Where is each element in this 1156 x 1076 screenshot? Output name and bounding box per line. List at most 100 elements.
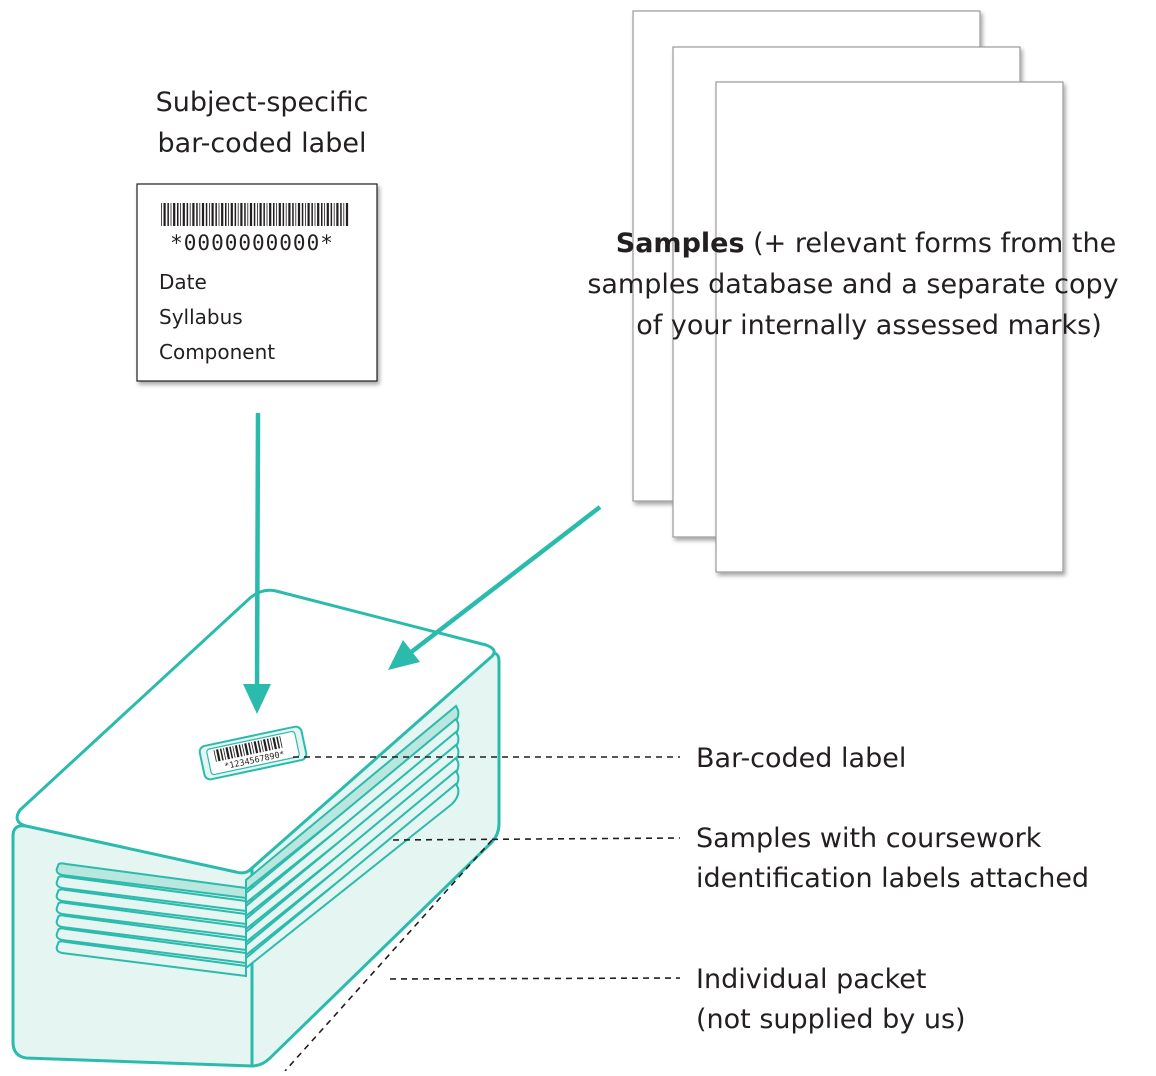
barcode-bar <box>317 203 320 226</box>
barcode-bar <box>253 203 256 226</box>
packet-label-inner <box>206 730 300 776</box>
label-card-field-syllabus: Syllabus <box>159 305 243 329</box>
barcode-bar <box>262 739 268 752</box>
arrow-label-to-packet-head <box>243 684 271 714</box>
barcode-bar <box>260 739 264 752</box>
packet-samples-right <box>245 704 460 971</box>
barcode-bar <box>173 203 176 226</box>
barcode-bar <box>292 203 294 226</box>
barcode-bar <box>247 203 249 226</box>
label-card-title-line-1: Subject-specific <box>156 87 369 118</box>
packet-sample-sheet-front <box>55 940 247 978</box>
barcode-bar <box>340 203 342 226</box>
barcode-bar <box>244 743 249 756</box>
barcode-bar <box>196 203 198 226</box>
barcode-bar <box>272 737 277 750</box>
barcode-bar <box>222 747 227 760</box>
callout-barcoded-label: Bar-coded label <box>696 743 906 774</box>
callout-packet-line-2: (not supplied by us) <box>696 1004 966 1035</box>
label-card-title-line-2: bar-coded label <box>158 128 367 159</box>
sample-sheets <box>632 10 1064 573</box>
barcode-bar <box>259 203 262 226</box>
barcode-bar <box>161 203 162 226</box>
barcode-bar <box>311 203 313 226</box>
packet-top-face <box>15 588 496 875</box>
packet-label-barcode <box>213 736 283 762</box>
barcode-bar <box>305 203 306 226</box>
barcode-bar <box>229 746 234 759</box>
label-card-field-component: Component <box>159 340 275 364</box>
barcode-bar <box>182 203 185 226</box>
callout-line-packet <box>389 977 681 980</box>
barcode-bar <box>232 745 236 758</box>
samples-description: Samples (+ relevant forms from the sampl… <box>587 228 1118 341</box>
barcode-bar <box>167 203 169 226</box>
barcode-bar <box>253 741 259 754</box>
barcode-bar <box>163 203 166 226</box>
barcode-bar <box>288 203 291 226</box>
barcode-bar <box>269 737 274 750</box>
barcode-bar <box>205 203 208 226</box>
barcode-bar <box>324 203 325 226</box>
barcode-bar <box>234 203 237 226</box>
barcode-bar <box>249 203 253 226</box>
barcode-bar <box>279 736 283 748</box>
barcode-bar <box>307 203 310 226</box>
barcode-bar <box>263 203 265 226</box>
barcode-bar <box>215 749 221 762</box>
barcode-bar <box>247 742 252 755</box>
barcode-bar <box>213 749 217 762</box>
barcode-bar <box>251 741 255 754</box>
barcode-bar <box>192 203 195 226</box>
label-card-title: Subject-specific bar-coded label <box>156 87 369 159</box>
barcode-bar <box>336 203 339 226</box>
samples-line-3: of your internally assessed marks) <box>636 310 1102 341</box>
barcode-bar <box>345 203 349 226</box>
arrow-samples-to-packet-shaft <box>408 505 602 655</box>
barcode-bar <box>199 203 201 226</box>
barcode-bar <box>295 203 297 226</box>
samples-bold: Samples <box>616 228 745 259</box>
barcode-bar <box>225 203 227 226</box>
barcode-bar <box>215 203 217 226</box>
barcode-bar <box>297 203 301 226</box>
barcode-bar <box>186 203 189 226</box>
barcode-bar <box>180 203 181 226</box>
barcode-bar <box>266 203 268 226</box>
barcode-bar <box>257 203 258 226</box>
arrows <box>243 412 602 714</box>
packet-barcode-label: *1234567890* <box>198 725 308 781</box>
barcode-bar <box>321 203 323 226</box>
barcode-bar <box>189 203 191 226</box>
barcode-bar <box>201 203 205 226</box>
samples-line-1: Samples (+ relevant forms from the <box>616 228 1116 259</box>
samples-line-1-rest: (+ relevant forms from the <box>745 228 1117 259</box>
label-card-field-date: Date <box>159 270 207 294</box>
barcode-bar <box>330 203 333 226</box>
barcode-bar <box>326 203 329 226</box>
barcode-bar <box>177 203 179 226</box>
label-card: *0000000000* Date Syllabus Component <box>136 183 378 382</box>
barcode-bar <box>244 203 246 226</box>
callout-line-samples <box>392 837 681 841</box>
barcode-bar <box>314 203 316 226</box>
arrow-samples-to-packet-head <box>388 640 420 670</box>
callout-packet-line-1: Individual packet <box>696 964 926 995</box>
barcode-bar <box>241 743 245 756</box>
barcode-bar <box>266 738 271 751</box>
barcode-bar <box>211 203 214 226</box>
barcode-bar <box>209 203 210 226</box>
barcode-bar <box>228 203 229 226</box>
callout-lines <box>284 756 681 1072</box>
barcode-bar <box>269 203 272 226</box>
packet-samples-front <box>55 862 247 978</box>
barcode-bar <box>273 203 275 226</box>
barcode-bar <box>343 203 345 226</box>
callout-samples-line-2: identification labels attached <box>696 863 1089 894</box>
callout-line-packet-edge <box>284 839 493 1072</box>
barcode-bar <box>276 736 281 749</box>
samples-line-2: samples database and a separate copy <box>587 269 1118 300</box>
barcode-bar <box>240 203 243 226</box>
barcode-bar <box>225 747 231 760</box>
